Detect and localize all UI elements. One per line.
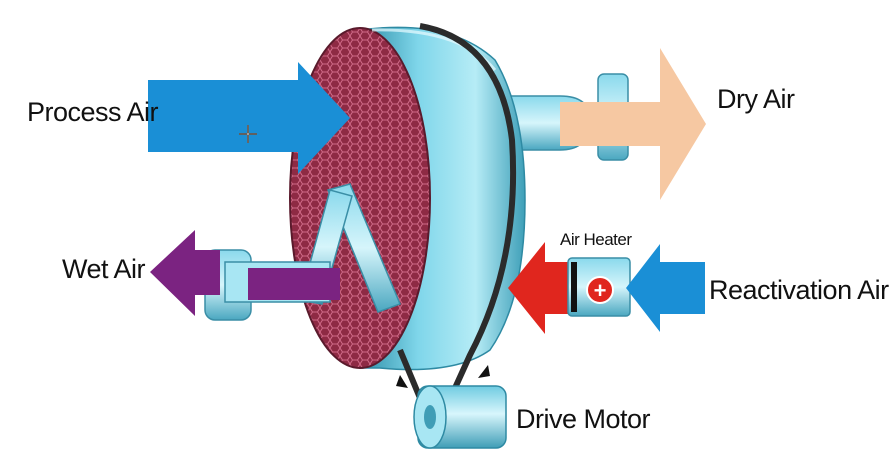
dry-air-arrow	[560, 48, 706, 200]
process-air-arrow	[148, 62, 350, 174]
process-air-label: Process Air	[27, 97, 159, 127]
heated-air-arrow	[508, 242, 570, 334]
wet-air-arrow	[150, 230, 220, 316]
wet-air-flow	[248, 268, 340, 300]
heater-symbol: +	[594, 278, 607, 303]
air-heater: +	[567, 257, 631, 317]
air-heater-label: Air Heater	[560, 230, 632, 249]
reactivation-air-arrow	[626, 244, 705, 332]
drive-motor	[413, 385, 507, 449]
belt-arrow-left	[396, 375, 408, 388]
belt-arrow-right	[478, 365, 490, 378]
crosshair-move-cursor-icon	[239, 125, 257, 143]
heater-plus-icon	[586, 276, 614, 304]
drive-belt	[419, 23, 517, 412]
wet-air-label: Wet Air	[62, 254, 146, 284]
dry-air-label: Dry Air	[717, 84, 795, 114]
drive-motor-label: Drive Motor	[516, 404, 651, 434]
reactivation-air-label: Reactivation Air	[709, 275, 889, 305]
